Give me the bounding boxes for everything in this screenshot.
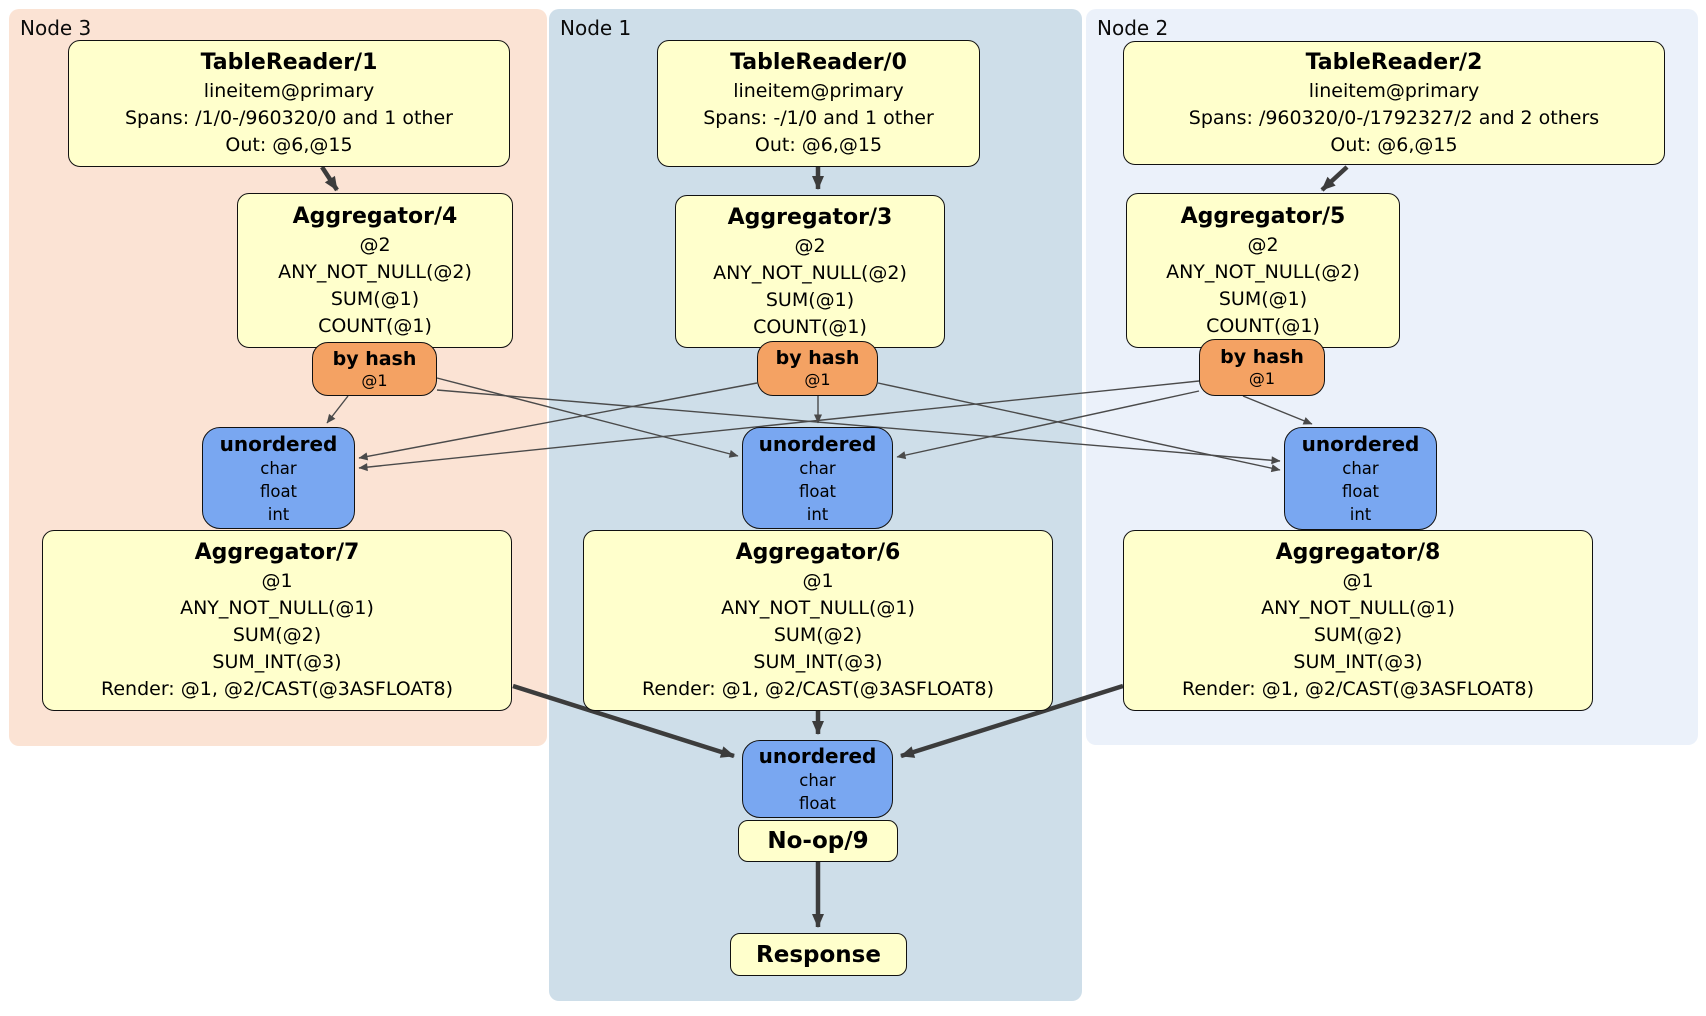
- processor-tablereader-2: TableReader/2 lineitem@primary Spans: /9…: [1123, 41, 1665, 165]
- processor-detail: SUM_INT(@3): [212, 651, 342, 673]
- processor-detail: COUNT(@1): [1206, 314, 1320, 337]
- router-title: by hash: [1220, 346, 1304, 368]
- processor-detail: ANY_NOT_NULL(@2): [1166, 260, 1360, 283]
- stream-detail: float: [259, 481, 298, 501]
- processor-detail: ANY_NOT_NULL(@2): [278, 260, 472, 283]
- processor-detail: ANY_NOT_NULL(@1): [180, 597, 374, 619]
- stream-detail: char: [799, 458, 836, 478]
- router-title: by hash: [775, 347, 860, 369]
- processor-detail: SUM(@1): [1218, 287, 1308, 310]
- processor-detail: Out: @6,@15: [754, 134, 883, 156]
- processor-aggregator-8: Aggregator/8 @1 ANY_NOT_NULL(@1) SUM(@2)…: [1123, 530, 1593, 711]
- processor-title: Response: [756, 941, 881, 968]
- processor-detail: Out: @6,@15: [225, 134, 353, 156]
- processor-detail: ANY_NOT_NULL(@1): [721, 597, 915, 619]
- processor-aggregator-4: Aggregator/4 @2 ANY_NOT_NULL(@2) SUM(@1)…: [237, 193, 513, 348]
- processor-detail: Out: @6,@15: [1330, 133, 1458, 156]
- processor-title: TableReader/0: [730, 50, 907, 75]
- processor-aggregator-3: Aggregator/3 @2 ANY_NOT_NULL(@2) SUM(@1)…: [675, 195, 945, 348]
- router-title: by hash: [332, 347, 417, 370]
- stream-unordered-node1: unordered char float int: [742, 427, 893, 529]
- processor-detail: lineitem@primary: [203, 80, 375, 102]
- stream-detail: char: [1342, 459, 1379, 478]
- processor-detail: Spans: -/1/0 and 1 other: [703, 107, 934, 129]
- stream-detail: float: [1341, 482, 1380, 501]
- stream-unordered-node2: unordered char float int: [1284, 427, 1437, 530]
- stream-title: unordered: [758, 744, 877, 768]
- processor-detail: @2: [359, 233, 391, 256]
- router-detail: @1: [1248, 369, 1276, 388]
- router-by-hash-node2: by hash @1: [1199, 339, 1325, 396]
- processor-title: Aggregator/6: [735, 540, 901, 565]
- processor-detail: Spans: /1/0-/960320/0 and 1 other: [125, 107, 453, 129]
- processor-detail: SUM_INT(@3): [1293, 651, 1423, 673]
- router-by-hash-node1: by hash @1: [757, 341, 878, 396]
- processor-aggregator-5: Aggregator/5 @2 ANY_NOT_NULL(@2) SUM(@1)…: [1126, 193, 1400, 348]
- processor-detail: SUM(@2): [232, 624, 322, 646]
- processor-detail: @1: [802, 570, 834, 592]
- processor-detail: @1: [1342, 570, 1374, 592]
- processor-detail: ANY_NOT_NULL(@2): [713, 261, 907, 284]
- stream-unordered-node3: unordered char float int: [202, 427, 355, 529]
- processor-detail: Render: @1, @2/CAST(@3ASFLOAT8): [101, 678, 453, 700]
- processor-title: Aggregator/7: [194, 540, 360, 565]
- processor-detail: COUNT(@1): [753, 315, 867, 338]
- router-by-hash-node3: by hash @1: [312, 342, 437, 396]
- stream-detail: char: [799, 771, 836, 790]
- panel-label-node1: Node 1: [560, 16, 632, 40]
- stream-detail: float: [798, 794, 837, 813]
- processor-aggregator-6: Aggregator/6 @1 ANY_NOT_NULL(@1) SUM(@2)…: [583, 530, 1053, 711]
- processor-title: TableReader/2: [1305, 49, 1483, 75]
- processor-title: No-op/9: [767, 828, 869, 854]
- processor-detail: @2: [794, 234, 826, 257]
- stream-detail: float: [798, 481, 837, 501]
- processor-detail: @1: [261, 570, 293, 592]
- panel-label-node2: Node 2: [1097, 16, 1169, 40]
- processor-tablereader-0: TableReader/0 lineitem@primary Spans: -/…: [657, 40, 980, 167]
- processor-detail: SUM(@1): [330, 287, 420, 310]
- router-detail: @1: [804, 370, 831, 389]
- processor-detail: SUM(@2): [773, 624, 863, 646]
- processor-tablereader-1: TableReader/1 lineitem@primary Spans: /1…: [68, 40, 510, 167]
- processor-detail: @2: [1247, 233, 1279, 256]
- processor-title: Aggregator/3: [727, 204, 893, 230]
- processor-detail: SUM_INT(@3): [753, 651, 883, 673]
- processor-aggregator-7: Aggregator/7 @1 ANY_NOT_NULL(@1) SUM(@2)…: [42, 530, 512, 711]
- processor-detail: Render: @1, @2/CAST(@3ASFLOAT8): [642, 678, 994, 700]
- processor-title: Aggregator/8: [1275, 540, 1441, 565]
- processor-title: Aggregator/4: [292, 203, 458, 229]
- stream-title: unordered: [1301, 432, 1420, 456]
- processor-detail: Spans: /960320/0-/1792327/2 and 2 others: [1188, 106, 1600, 129]
- processor-detail: Render: @1, @2/CAST(@3ASFLOAT8): [1182, 678, 1534, 700]
- stream-detail: char: [260, 458, 297, 478]
- router-detail: @1: [361, 370, 388, 390]
- processor-detail: ANY_NOT_NULL(@1): [1261, 597, 1455, 619]
- stream-title: unordered: [219, 431, 338, 456]
- processor-detail: SUM(@1): [765, 288, 855, 311]
- stream-detail: int: [1349, 505, 1372, 524]
- stream-title: unordered: [758, 431, 877, 456]
- processor-detail: lineitem@primary: [733, 80, 904, 102]
- stream-unordered-final: unordered char float: [742, 740, 893, 818]
- stream-detail: int: [267, 504, 290, 524]
- processor-detail: lineitem@primary: [1308, 79, 1480, 102]
- processor-title: Aggregator/5: [1180, 203, 1346, 229]
- processor-noop-9: No-op/9: [738, 820, 898, 862]
- processor-detail: COUNT(@1): [318, 314, 432, 337]
- processor-detail: SUM(@2): [1313, 624, 1403, 646]
- stream-detail: int: [806, 504, 829, 524]
- panel-label-node3: Node 3: [20, 16, 92, 40]
- processor-title: TableReader/1: [200, 50, 378, 75]
- processor-response: Response: [730, 933, 907, 976]
